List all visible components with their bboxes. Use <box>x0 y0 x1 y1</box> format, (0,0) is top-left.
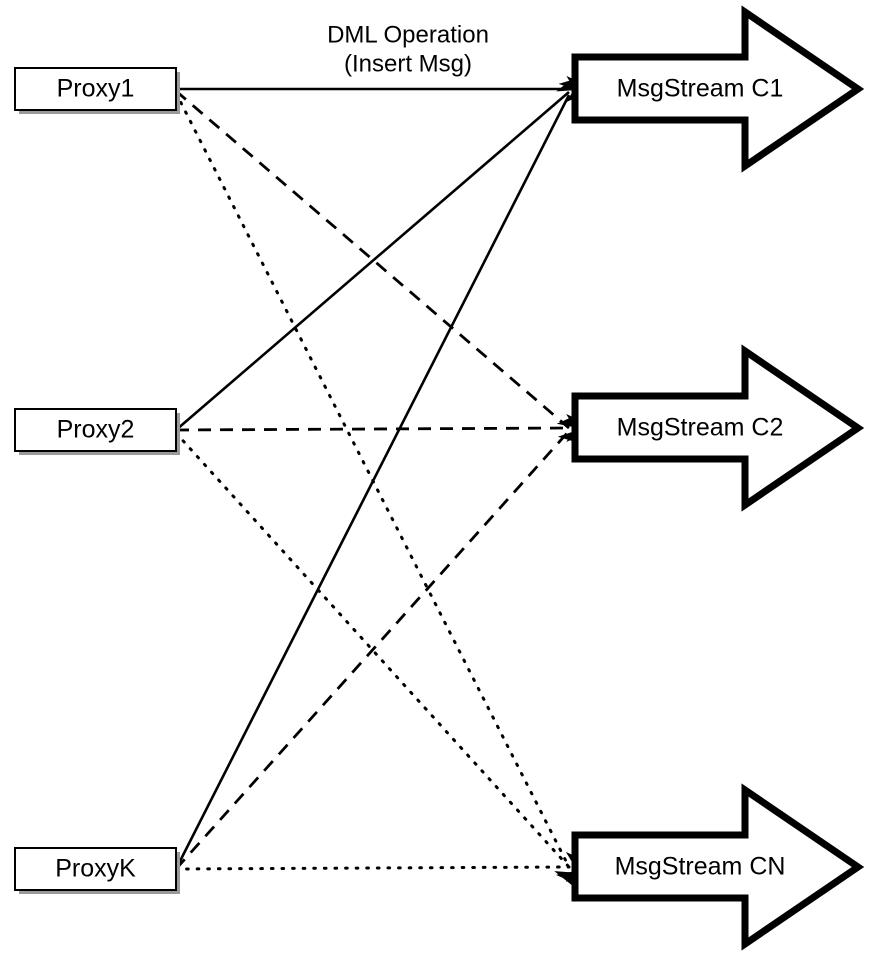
proxy-node-proxy1[interactable]: Proxy1 <box>14 67 180 114</box>
msgstream-c2-arrow-shape[interactable] <box>571 344 865 512</box>
proxyk-label: ProxyK <box>55 855 136 883</box>
edge-proxyk-to-stream-cn <box>174 852 599 883</box>
edge-proxy2-to-stream-c1 <box>175 75 589 431</box>
edge-proxyk-to-stream-c2 <box>174 410 588 870</box>
msgstream-c1-label: MsgStream C1 <box>617 75 784 103</box>
proxy-node-proxy2[interactable]: Proxy2 <box>14 408 180 455</box>
proxyk-box[interactable] <box>14 847 177 891</box>
msgstream-node-cn[interactable]: MsgStream CN <box>571 783 865 951</box>
proxy2-box[interactable] <box>14 408 177 452</box>
edge-proxyk-to-stream-c1 <box>174 71 581 870</box>
edge-caption-line1: DML Operation <box>327 21 489 48</box>
proxy1-box[interactable] <box>14 67 177 111</box>
edge-proxy2-to-stream-cn <box>174 431 590 890</box>
edge-caption-line2: (Insert Msg) <box>344 50 472 77</box>
msgstream-node-c2[interactable]: MsgStream C2 <box>571 344 865 512</box>
msgstream-cn-label: MsgStream CN <box>615 853 786 881</box>
msgstream-c1-arrow-shape[interactable] <box>571 5 865 173</box>
msgstream-node-c1[interactable]: MsgStream C1 <box>571 5 865 173</box>
msgstream-cn-arrow-shape[interactable] <box>571 783 865 951</box>
connection-edges <box>174 71 599 894</box>
edge-caption: DML Operation (Insert Msg) <box>327 21 489 77</box>
proxy-node-proxyk[interactable]: ProxyK <box>14 847 180 894</box>
proxy2-label: Proxy2 <box>57 416 135 444</box>
edge-proxy2-to-stream-c2 <box>175 414 597 443</box>
proxy1-label: Proxy1 <box>57 75 135 103</box>
msgstream-c2-label: MsgStream C2 <box>617 414 784 442</box>
